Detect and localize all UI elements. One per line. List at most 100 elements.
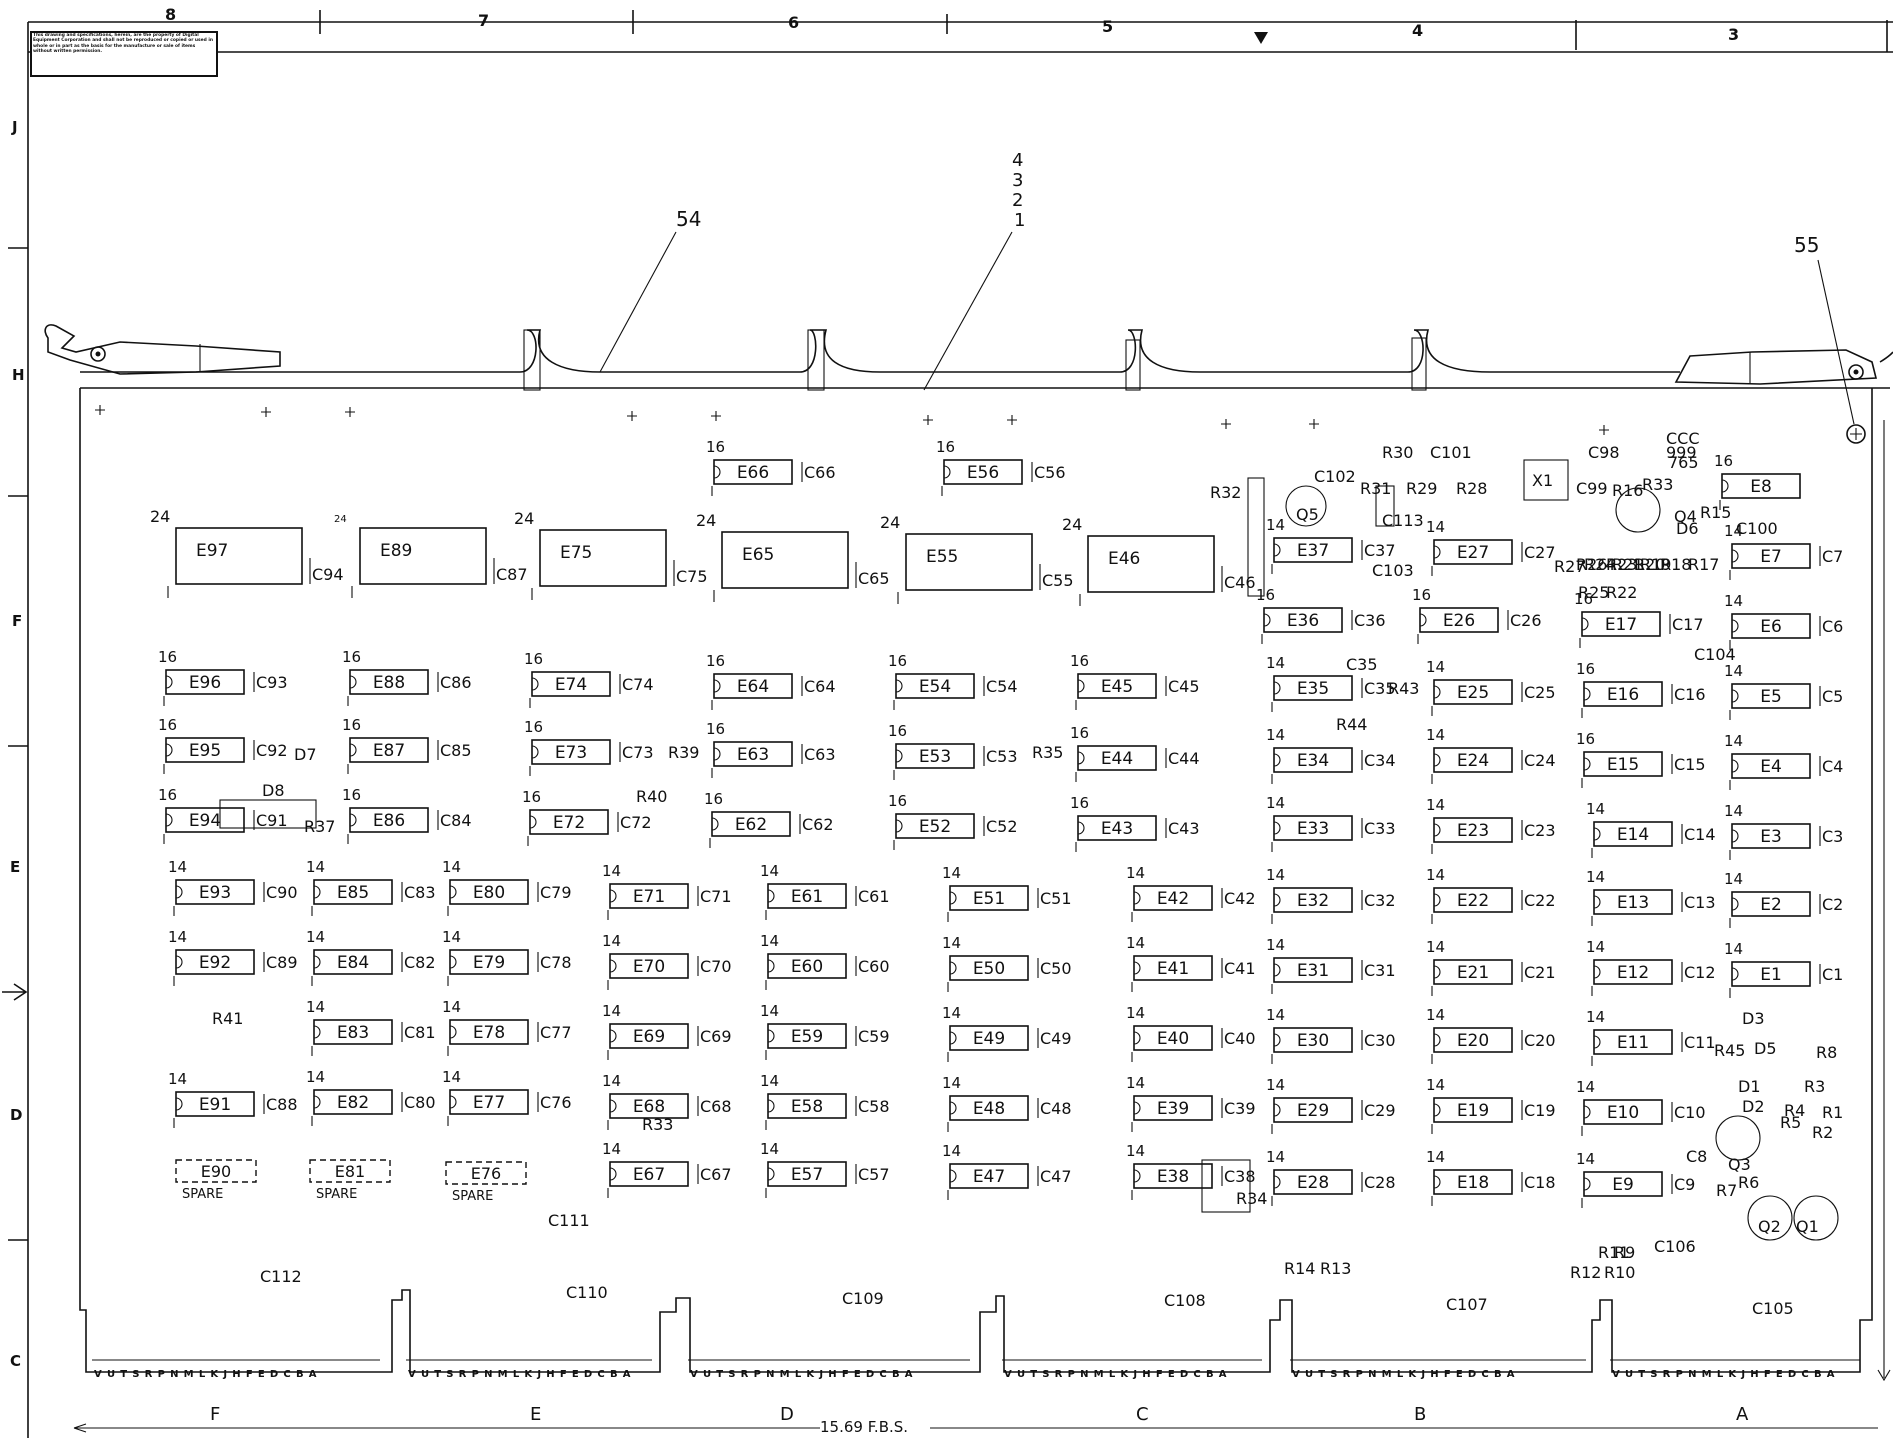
- ic-body: [449, 949, 529, 975]
- ic-label: E27: [1457, 543, 1489, 563]
- mount-mark: [95, 405, 105, 415]
- ic-body: [949, 885, 1029, 911]
- pin-count: 14: [306, 1068, 325, 1086]
- ref-c8: C8: [1686, 1147, 1707, 1166]
- ic-label: E15: [1607, 755, 1639, 775]
- ref-r26: R26: [1576, 555, 1607, 574]
- ic-label: E95: [189, 741, 221, 761]
- ref-r5: R5: [1780, 1113, 1801, 1132]
- decoupling-cap: C26: [1510, 611, 1542, 630]
- ref-r19: R19: [1640, 555, 1671, 574]
- ic-label: E35: [1297, 679, 1329, 699]
- decoupling-cap: C43: [1168, 819, 1200, 838]
- pin-count: 14: [942, 934, 961, 952]
- ic-body: [1077, 673, 1157, 699]
- pin-count: 24: [696, 511, 716, 530]
- pin-count: 16: [888, 652, 907, 670]
- ref-c99: C99: [1576, 479, 1608, 498]
- connector-pin-labels: VUTSRPNMLKJHFEDCBA: [408, 1369, 636, 1380]
- ref-r23: R23: [1606, 555, 1637, 574]
- decoupling-cap: C55: [1042, 571, 1074, 590]
- ref-q4: Q4: [1674, 507, 1697, 526]
- ic-body: [711, 811, 791, 837]
- ic-label: E26: [1443, 611, 1475, 631]
- ic-body: [175, 527, 303, 585]
- ref-r2: R2: [1812, 1123, 1833, 1142]
- pin-count: 14: [1426, 658, 1445, 676]
- ic-body: [949, 1163, 1029, 1189]
- ic-label: E36: [1287, 611, 1319, 631]
- ref-r40: R40: [636, 787, 667, 806]
- decoupling-cap: C52: [986, 817, 1018, 836]
- decoupling-cap: C49: [1040, 1029, 1072, 1048]
- ic-label: E37: [1297, 541, 1329, 561]
- decoupling-cap: C65: [858, 569, 890, 588]
- decoupling-cap: C9: [1674, 1175, 1695, 1194]
- decoupling-cap: C22: [1524, 891, 1556, 910]
- pin-count: 14: [442, 1068, 461, 1086]
- ic-body: [1583, 681, 1663, 707]
- ic-body: [1593, 959, 1673, 985]
- ref-r37: R37: [304, 817, 335, 836]
- ic-label: E25: [1457, 683, 1489, 703]
- ref-r17: R17: [1688, 555, 1719, 574]
- decoupling-cap: C93: [256, 673, 288, 692]
- decoupling-cap: C62: [802, 815, 834, 834]
- ic-label: E77: [473, 1093, 505, 1113]
- pin-count: 14: [1126, 934, 1145, 952]
- decoupling-cap: C60: [858, 957, 890, 976]
- ic-label: E63: [737, 745, 769, 765]
- pin-count: 14: [1586, 938, 1605, 956]
- pin-count: 14: [1266, 1076, 1285, 1094]
- ic-body: [895, 813, 975, 839]
- pin-count: 14: [1126, 1004, 1145, 1022]
- decoupling-cap: C2: [1822, 895, 1843, 914]
- ic-body: [1433, 1169, 1513, 1195]
- ref-x1: X1: [1532, 471, 1553, 490]
- ic-label: E85: [337, 883, 369, 903]
- decoupling-cap: C5: [1822, 687, 1843, 706]
- proprietary-notice: This drawing and specifications, herein,…: [30, 31, 218, 77]
- callouts: 54 4 3 2 1 55: [599, 150, 1855, 425]
- pin-count: 16: [1412, 586, 1431, 604]
- pin-count: 14: [1426, 1006, 1445, 1024]
- ic-body: [713, 459, 793, 485]
- decoupling-cap: C19: [1524, 1101, 1556, 1120]
- decoupling-cap: C86: [440, 673, 472, 692]
- decoupling-cap: C84: [440, 811, 472, 830]
- decoupling-cap: C50: [1040, 959, 1072, 978]
- decoupling-cap: C70: [700, 957, 732, 976]
- decoupling-cap: C87: [496, 565, 528, 584]
- decoupling-cap: C31: [1364, 961, 1396, 980]
- ref-r13: R13: [1320, 1259, 1351, 1278]
- pin-count: 16: [704, 790, 723, 808]
- callout-2: 2: [1012, 190, 1023, 211]
- ref-r27: R27: [1554, 557, 1585, 576]
- decoupling-cap: C28: [1364, 1173, 1396, 1192]
- decoupling-cap: C16: [1674, 685, 1706, 704]
- pin-count: 24: [880, 513, 900, 532]
- ic-label: E69: [633, 1027, 665, 1047]
- pin-count: 14: [1724, 662, 1743, 680]
- pin-count: 14: [1266, 726, 1285, 744]
- ic-label: E39: [1157, 1099, 1189, 1119]
- ic-body: [313, 1089, 393, 1115]
- ref-d5: D5: [1754, 1039, 1777, 1058]
- decoupling-cap: C85: [440, 741, 472, 760]
- ref-r22: R22: [1606, 583, 1637, 602]
- edge-connectors: VUTSRPNMLKJHFEDCBAFVUTSRPNMLKJHFEDCBAEVU…: [92, 1359, 1860, 1425]
- pin-count: 14: [942, 1004, 961, 1022]
